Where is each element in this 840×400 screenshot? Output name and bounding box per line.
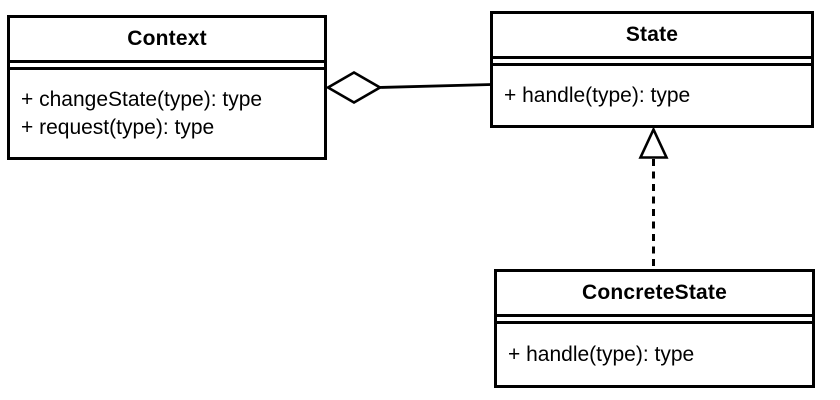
aggregation-connector bbox=[325, 70, 493, 105]
method-label: + handle(type): type bbox=[504, 83, 691, 107]
methods-compartment-state: + handle(type): type bbox=[493, 66, 811, 125]
hollow-triangle-icon bbox=[638, 126, 669, 159]
attributes-compartment-state bbox=[493, 56, 811, 66]
method-label: + changeState(type): type bbox=[21, 87, 263, 111]
class-box-context: Context + changeState(type): type + requ… bbox=[7, 15, 327, 160]
realization-connector bbox=[638, 126, 669, 270]
class-box-state: State + handle(type): type bbox=[490, 11, 814, 128]
attributes-compartment-context bbox=[10, 60, 324, 70]
methods-compartment-concrete-state: + handle(type): type bbox=[497, 324, 812, 385]
class-box-concrete-state: ConcreteState + handle(type): type bbox=[494, 269, 815, 388]
method-label: + handle(type): type bbox=[508, 342, 695, 366]
class-name-state: State bbox=[625, 23, 679, 46]
hollow-diamond-icon bbox=[325, 70, 383, 105]
method-label: + request(type): type bbox=[21, 115, 215, 139]
class-name-concrete-state: ConcreteState bbox=[582, 281, 727, 304]
aggregation-line bbox=[377, 83, 493, 89]
attributes-compartment-concrete-state bbox=[497, 314, 812, 324]
class-name-context: Context bbox=[127, 27, 207, 50]
methods-compartment-context: + changeState(type): type + request(type… bbox=[10, 70, 324, 157]
